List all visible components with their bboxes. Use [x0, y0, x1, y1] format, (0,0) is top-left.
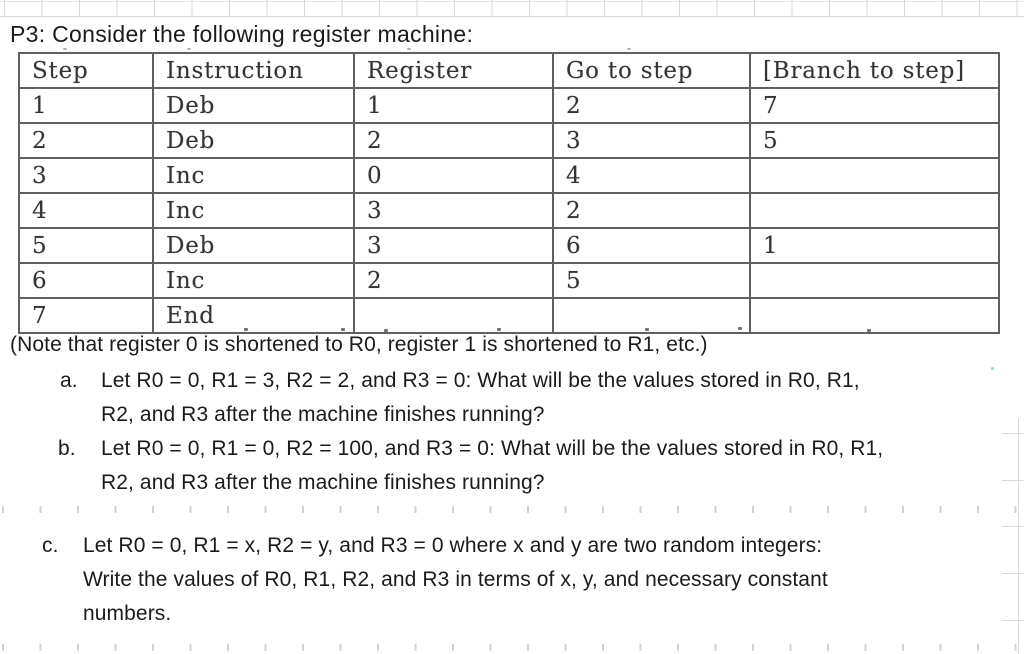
cell-go-to-step: 4	[552, 157, 751, 194]
cell-instruction: Deb	[152, 87, 355, 124]
cell-step: 7	[18, 297, 154, 334]
grid-line-top	[0, 16, 1024, 17]
register-machine-table: Step Instruction Register Go to step [Br…	[18, 52, 1000, 334]
table-header-row: Step Instruction Register Go to step [Br…	[18, 52, 1000, 89]
cell-go-to-step: 2	[552, 192, 751, 229]
cell-step: 5	[18, 227, 154, 264]
cell-register: 2	[353, 262, 554, 299]
cell-branch-to-step	[749, 192, 1000, 229]
question-b-marker: b.	[58, 437, 76, 460]
cell-step: 6	[18, 262, 154, 299]
table-row: 5 Deb 3 6 1	[18, 227, 1000, 264]
cell-instruction: End	[152, 297, 355, 334]
question-c-marker: c.	[42, 534, 59, 557]
question-c-line-2: Write the values of R0, R1, R2, and R3 i…	[83, 568, 828, 591]
cell-branch-to-step: 1	[749, 227, 1000, 264]
grid-row-line-right	[1002, 433, 1024, 434]
col-header-register: Register	[353, 52, 554, 89]
cell-instruction: Inc	[152, 262, 355, 299]
cell-instruction: Inc	[152, 192, 355, 229]
grid-row-line-right	[1002, 480, 1024, 481]
cell-go-to-step: 2	[552, 87, 751, 124]
cell-go-to-step: 5	[552, 262, 751, 299]
question-b-line-2: R2, and R3 after the machine finishes ru…	[101, 471, 545, 494]
cell-branch-to-step: 5	[749, 122, 1000, 159]
cell-register: 3	[353, 227, 554, 264]
cell-branch-to-step: 7	[749, 87, 1000, 124]
cell-register: 1	[353, 87, 554, 124]
question-a-line-1: Let R0 = 0, R1 = 3, R2 = 2, and R3 = 0: …	[101, 369, 860, 392]
scan-artifact-dot	[991, 367, 994, 370]
cell-branch-to-step	[749, 157, 1000, 194]
grid-row-line-right	[1002, 526, 1024, 527]
col-header-step: Step	[18, 52, 154, 89]
cell-step: 2	[18, 122, 154, 159]
col-header-go-to-step: Go to step	[552, 52, 751, 89]
cell-step: 4	[18, 192, 154, 229]
scan-artifact-dot	[187, 48, 191, 50]
grid-column-ticks-bottom	[2, 644, 1022, 651]
question-b-line-1: Let R0 = 0, R1 = 0, R2 = 100, and R3 = 0…	[101, 437, 884, 460]
cell-go-to-step	[552, 297, 751, 334]
table-row: 1 Deb 1 2 7	[18, 87, 1000, 124]
question-c-line-1: Let R0 = 0, R1 = x, R2 = y, and R3 = 0 w…	[83, 534, 823, 557]
table-row: 6 Inc 2 5	[18, 262, 1000, 299]
cell-branch-to-step	[749, 262, 1000, 299]
table-row: 4 Inc 3 2	[18, 192, 1000, 229]
cell-register	[353, 297, 554, 334]
scan-artifact-dot	[407, 48, 411, 50]
cell-step: 3	[18, 157, 154, 194]
table-row: 7 End	[18, 297, 1000, 334]
table-row: 3 Inc 0 4	[18, 157, 1000, 194]
grid-column-ticks-middle	[2, 506, 1022, 513]
cell-go-to-step: 3	[552, 122, 751, 159]
cell-go-to-step: 6	[552, 227, 751, 264]
col-header-instruction: Instruction	[152, 52, 355, 89]
cell-branch-to-step	[749, 297, 1000, 334]
grid-column-ticks-top	[4, 0, 1022, 16]
question-a-marker: a.	[60, 369, 78, 392]
cell-instruction: Deb	[152, 122, 355, 159]
scan-artifact-dot	[627, 48, 631, 50]
cell-register: 3	[353, 192, 554, 229]
cell-register: 2	[353, 122, 554, 159]
scan-artifact-dot	[63, 48, 67, 50]
question-c-line-3: numbers.	[83, 602, 172, 625]
cell-instruction: Deb	[152, 227, 355, 264]
cell-instruction: Inc	[152, 157, 355, 194]
note-text: (Note that register 0 is shortened to R0…	[10, 333, 708, 356]
col-header-branch-to-step: [Branch to step]	[749, 52, 1000, 89]
grid-row-line-right	[1002, 620, 1024, 621]
grid-row-line-right	[1002, 573, 1024, 574]
cell-register: 0	[353, 157, 554, 194]
cell-step: 1	[18, 87, 154, 124]
table-row: 2 Deb 2 3 5	[18, 122, 1000, 159]
question-a-line-2: R2, and R3 after the machine finishes ru…	[101, 403, 545, 426]
problem-title: P3: Consider the following register mach…	[10, 21, 474, 47]
grid-line-right	[1018, 418, 1019, 654]
